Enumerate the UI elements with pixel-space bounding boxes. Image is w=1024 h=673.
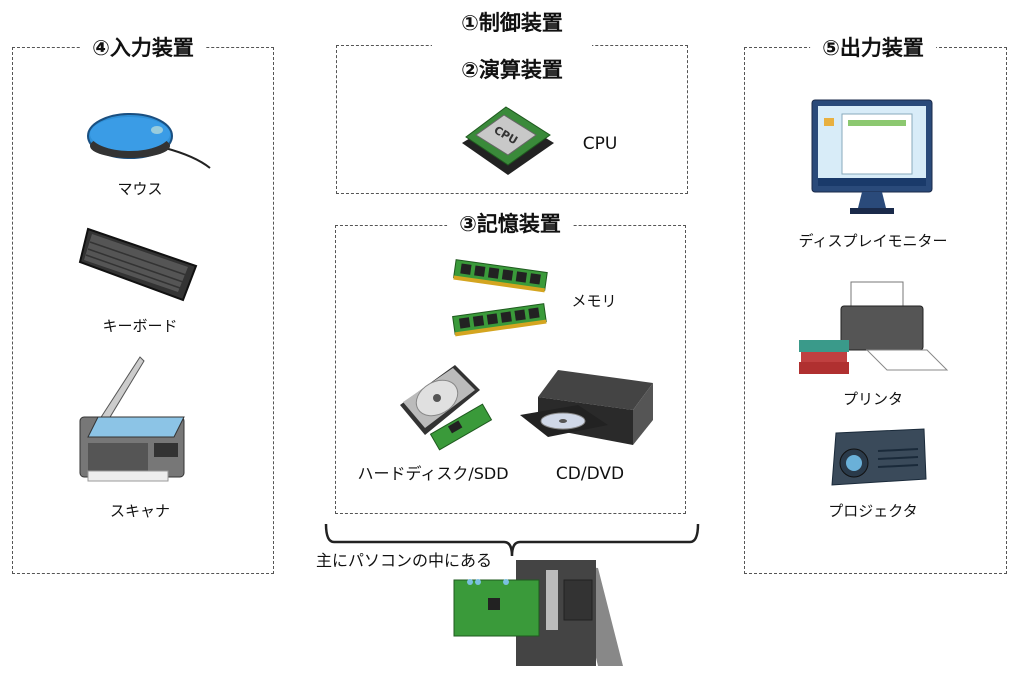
arithmetic-unit-title: ②演算装置 (461, 58, 563, 82)
display-monitor-icon (811, 99, 933, 214)
brace-bracket (324, 523, 700, 557)
cpu-label: CPU (582, 134, 618, 154)
scanner-icon (79, 356, 185, 482)
output-device-monitor-label: ディスプレイモニター (798, 232, 948, 250)
output-devices-title: ⑤出力装置 (810, 35, 936, 61)
projector-icon (831, 428, 927, 486)
input-device-mouse-label: マウス (117, 180, 163, 198)
cpu-chip-icon: CPU (462, 106, 554, 175)
input-devices-title: ④入力装置 (80, 35, 206, 61)
hard-disk-icon (400, 365, 493, 451)
keyboard-icon (78, 227, 198, 302)
pc-tower-icon (453, 560, 623, 666)
output-device-printer-label: プリンタ (842, 390, 904, 408)
optical-drive-label: CD/DVD (555, 464, 625, 484)
memory-label: メモリ (571, 292, 617, 310)
storage-title: ③記憶装置 (447, 211, 573, 237)
pc-note-label: 主にパソコンの中にある (315, 551, 493, 570)
control-unit-title: ①制御装置 (461, 11, 563, 35)
printer-icon (799, 281, 949, 374)
hard-disk-label: ハードディスク/SDD (357, 464, 509, 483)
mouse-icon (87, 113, 211, 169)
input-device-keyboard-label: キーボード (102, 317, 178, 335)
input-device-scanner-label: スキャナ (109, 502, 171, 520)
output-device-projector-label: プロジェクタ (828, 502, 918, 520)
memory-module-icon (452, 259, 548, 337)
control-unit-title-mask (432, 32, 592, 58)
optical-drive-icon (520, 370, 653, 445)
